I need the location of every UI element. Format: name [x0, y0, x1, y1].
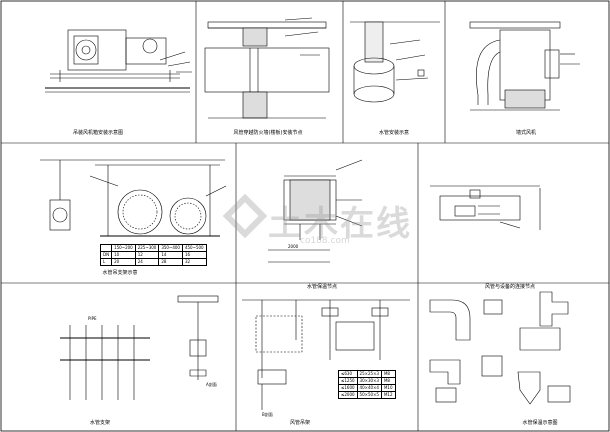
watermark-site: co188.com — [300, 236, 350, 246]
table-row: L 20 24 28 32 — [99, 258, 207, 266]
caption-water-pipe: 水管安装示意 — [378, 130, 410, 136]
table-cell: 150~200 — [111, 244, 136, 252]
table-cell: DN — [99, 251, 113, 259]
table-row: DN 10 12 14 16 — [99, 251, 207, 259]
table-row: ≤1600 40×40×4 M10 — [338, 384, 396, 392]
pipe-small — [169, 197, 207, 235]
panel-duct-hanger — [242, 299, 410, 410]
table-cell: 28 — [158, 258, 183, 266]
caption-pipe-insulation-node: 水管保温节点 — [306, 284, 338, 290]
caption-wall-fan: 墙式风机 — [515, 130, 537, 136]
table-row: ≤630 25×25×3 M8 — [338, 370, 396, 378]
table-cell: M8 — [380, 370, 396, 378]
table-cell: M10 — [380, 384, 396, 392]
table-cell: 14 — [158, 251, 183, 259]
table-cell: ≤1250 — [338, 377, 358, 385]
panel-pipe-support — [60, 295, 219, 400]
table-cell: 25×25×3 — [356, 370, 382, 378]
table-cell: ≤630 — [338, 370, 358, 378]
table-row: ≤2000 50×50×5 M12 — [338, 391, 396, 399]
label-a-section: A剖面 — [206, 382, 217, 387]
caption-insulation-fittings: 水管保温示意图 — [522, 420, 558, 426]
table-cell: ≤2000 — [338, 391, 358, 399]
label-dimension: 2000 — [288, 244, 299, 249]
table-cell: 30×30×3 — [356, 377, 382, 385]
panel-insulation-fittings — [429, 291, 571, 405]
label-pipe: PIPE — [88, 316, 97, 321]
table-row: 150~200 225~300 350~400 450~500 — [99, 244, 207, 252]
table-cell: 450~500 — [181, 244, 207, 252]
caption-pipe-support: 水管支架 — [89, 420, 111, 426]
table-cell: 32 — [181, 258, 207, 266]
table-cell: 40×40×4 — [356, 384, 382, 392]
table-cell: 12 — [134, 251, 160, 259]
pipe-hanger-table: 150~200 225~300 350~400 450~500 DN 10 12… — [99, 244, 207, 266]
duct-hanger-table: ≤630 25×25×3 M8 ≤1250 30×30×3 M8 ≤1600 4… — [338, 370, 396, 399]
table-cell: 20 — [111, 258, 136, 266]
caption-duct-firewall: 风管穿越防火墙(楼板)安装节点 — [233, 130, 303, 136]
caption-duct-hanger: 风管吊架 — [289, 420, 311, 426]
caption-pipe-hanger: 水管吊支架示意 — [102, 270, 138, 276]
watermark-text: 土木在线 — [268, 204, 412, 244]
table-cell: M12 — [380, 391, 396, 399]
panel-pipe-hanger — [40, 159, 227, 237]
table-cell: M8 — [380, 377, 396, 385]
table-cell: 225~300 — [134, 244, 160, 252]
label-b-section: B剖面 — [262, 412, 273, 417]
table-cell: 10 — [111, 251, 136, 259]
pipe-large — [117, 189, 163, 235]
table-cell: 16 — [181, 251, 207, 259]
table-cell: ≤1600 — [338, 384, 358, 392]
panel-duct-firewall — [204, 17, 330, 119]
panel-pipe-insulation-node — [268, 159, 363, 263]
table-cell — [99, 244, 113, 252]
panel-wall-fan — [469, 21, 580, 111]
panel-water-pipe — [350, 21, 440, 103]
table-cell: 350~400 — [158, 244, 183, 252]
table-cell: 50×50×5 — [356, 391, 382, 399]
table-cell: L — [99, 258, 113, 266]
caption-fan-box: 吊装风机箱安装示意图 — [72, 130, 124, 136]
table-row: ≤1250 30×30×3 M8 — [338, 377, 396, 385]
panel-duct-equipment — [430, 185, 541, 230]
table-cell: 24 — [134, 258, 160, 266]
panel-fan-box — [45, 29, 192, 93]
caption-duct-equipment: 风管与设备的连接节点 — [484, 284, 536, 290]
